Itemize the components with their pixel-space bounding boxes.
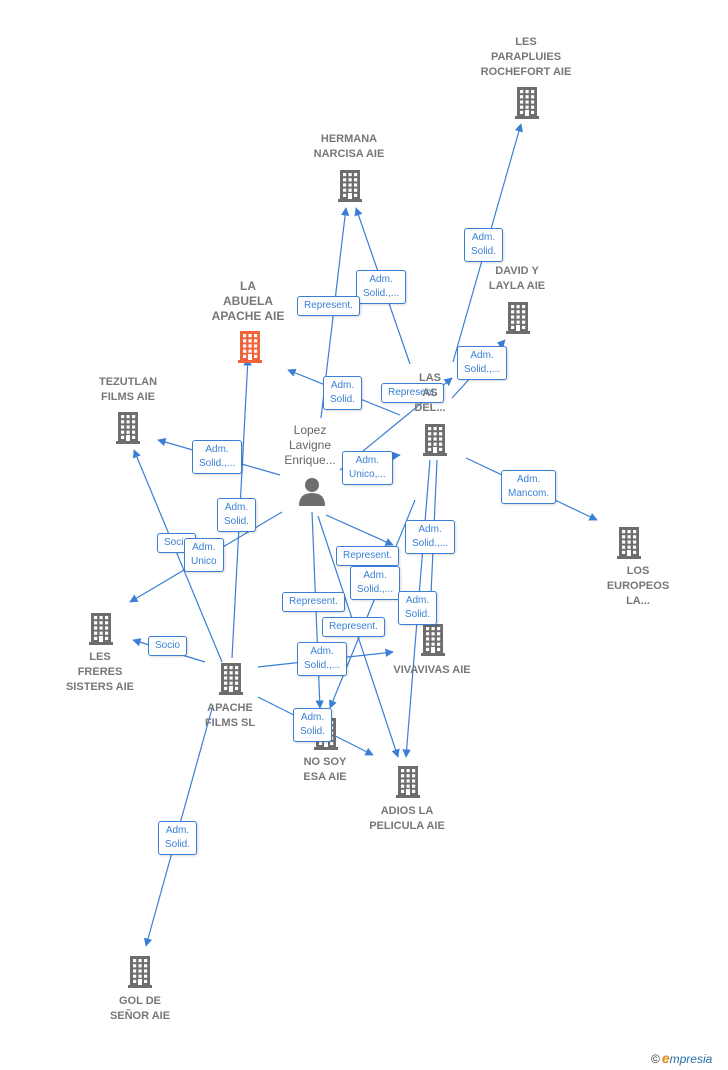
edge-label-adm[interactable]: Adm. Solid.,... bbox=[297, 642, 348, 676]
copyright-symbol: © bbox=[651, 1052, 660, 1066]
edge-label-adm[interactable]: Adm. Solid. bbox=[293, 708, 333, 742]
node-label-tezutlan[interactable]: TEZUTLAN FILMS AIE bbox=[98, 376, 158, 403]
edge-label-adm[interactable]: Adm. Solid.,... bbox=[350, 566, 401, 600]
edge-label-adm[interactable]: Adm. Solid. bbox=[464, 228, 504, 262]
edge-apache_films-to-tezutlan bbox=[133, 449, 223, 663]
node-label-les-freres[interactable]: LES FRERES SISTERS AIE bbox=[65, 651, 135, 693]
brand-name: mpresia bbox=[669, 1052, 713, 1066]
edge-label-adm[interactable]: Adm. Solid. bbox=[158, 821, 198, 855]
node-label-adios-la-pelicula[interactable]: ADIOS LA PELICULA AIE bbox=[369, 805, 445, 832]
node-label-gol-de-senor[interactable]: GOL DE SEÑOR AIE bbox=[109, 995, 171, 1022]
building-icon[interactable] bbox=[116, 412, 140, 444]
edge-label-represent[interactable]: Represent. bbox=[322, 617, 385, 637]
edge-label-represent[interactable]: Represent. bbox=[336, 546, 399, 566]
building-icon[interactable] bbox=[423, 424, 447, 456]
building-icon[interactable] bbox=[338, 170, 362, 202]
node-label-lopez[interactable]: Lopez Lavigne Enrique... bbox=[284, 423, 336, 467]
node-label-hermana-narcisa[interactable]: HERMANA NARCISA AIE bbox=[313, 133, 385, 160]
node-label-david-layla[interactable]: DAVID Y LAYLA AIE bbox=[488, 265, 546, 292]
node-label-apache-films[interactable]: APACHE FILMS SL bbox=[204, 702, 256, 729]
edge-label-socio[interactable]: Socio bbox=[148, 636, 188, 656]
edge-label-adm[interactable]: Adm. Solid.,... bbox=[192, 440, 243, 474]
person-icon[interactable] bbox=[299, 478, 325, 506]
building-icon[interactable] bbox=[219, 663, 243, 695]
edge-label-adm[interactable]: Adm. Mancom. bbox=[501, 470, 557, 504]
edge-label-adm[interactable]: Adm. Unico bbox=[184, 538, 224, 572]
building-icon[interactable] bbox=[515, 87, 539, 119]
node-label-las-del[interactable]: LAS AS DEL... bbox=[414, 372, 446, 414]
building-icon[interactable] bbox=[396, 766, 420, 798]
node-label-les-parapluies[interactable]: LES PARAPLUIES ROCHEFORT AIE bbox=[480, 36, 572, 78]
edge-label-adm[interactable]: Adm. Solid. bbox=[217, 498, 257, 532]
building-icon[interactable] bbox=[238, 331, 262, 363]
edge-label-represent[interactable]: Represent. bbox=[282, 592, 345, 612]
node-label-vivavivas[interactable]: VIVAVIVAS AIE bbox=[393, 664, 471, 676]
edge-label-adm[interactable]: Adm. Solid.,... bbox=[405, 520, 456, 554]
edge-label-adm[interactable]: Adm. Solid.,... bbox=[457, 346, 508, 380]
edge-label-adm[interactable]: Adm. Solid.,... bbox=[356, 270, 407, 304]
building-icon[interactable] bbox=[128, 956, 152, 988]
node-label-no-soy-esa[interactable]: NO SOY ESA AIE bbox=[303, 756, 347, 783]
building-icon[interactable] bbox=[89, 613, 113, 645]
edge-label-represent[interactable]: Represent. bbox=[297, 296, 360, 316]
edge-label-adm[interactable]: Adm. Unico,... bbox=[342, 451, 393, 485]
building-icon[interactable] bbox=[617, 527, 641, 559]
edge-label-adm[interactable]: Adm. Solid. bbox=[398, 591, 438, 625]
building-icon[interactable] bbox=[421, 624, 445, 656]
edge-lopez-to-vivavivas bbox=[325, 514, 394, 546]
empresia-logo[interactable]: ©empresia bbox=[651, 1050, 712, 1066]
brand-first-letter: e bbox=[661, 1050, 670, 1066]
nodes-layer bbox=[89, 87, 641, 988]
edge-label-adm[interactable]: Adm. Solid. bbox=[323, 376, 363, 410]
edge-label-represent[interactable]: Represent. bbox=[381, 383, 444, 403]
building-icon[interactable] bbox=[506, 302, 530, 334]
node-label-los-europeos[interactable]: LOS EUROPEOS LA... bbox=[606, 565, 670, 607]
node-label-la-abuela[interactable]: LA ABUELA APACHE AIE bbox=[211, 279, 285, 323]
